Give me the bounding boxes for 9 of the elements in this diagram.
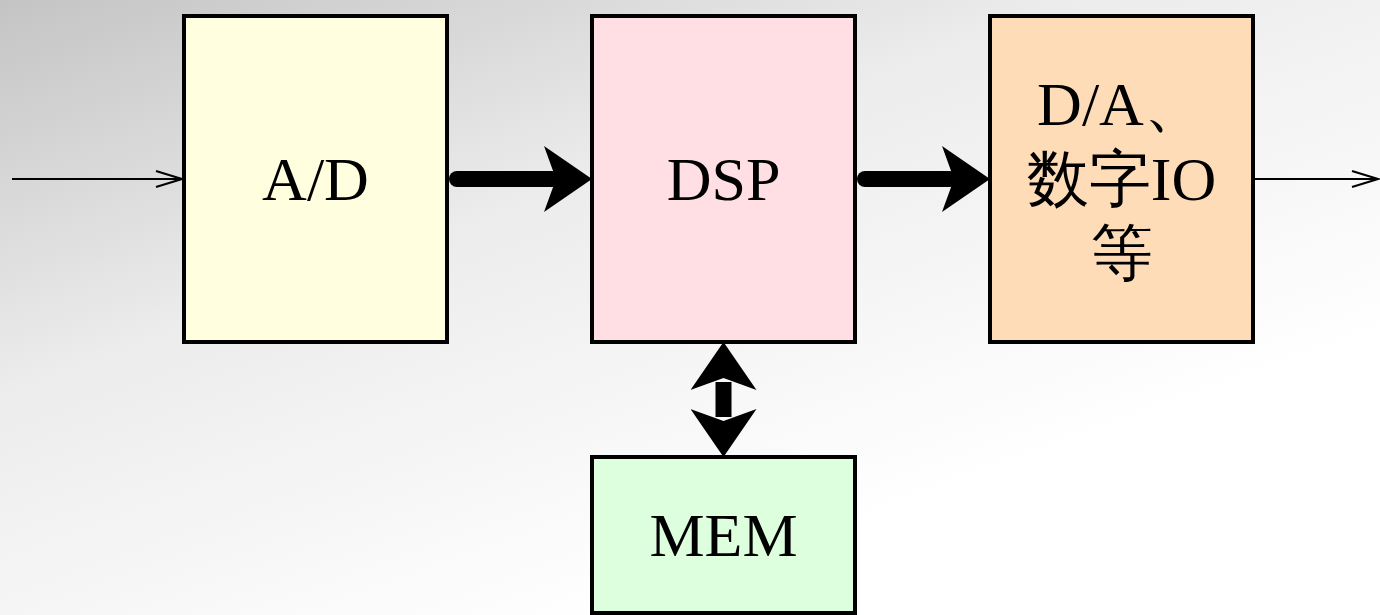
arrow xyxy=(1254,170,1379,188)
process-box: A/D xyxy=(182,14,449,344)
arrow xyxy=(11,170,183,188)
arrow xyxy=(449,146,592,212)
processor-box: DSP xyxy=(590,14,857,344)
arrow xyxy=(690,342,757,457)
output-box: D/A、数字IO等 xyxy=(988,14,1255,344)
memory-box: MEM xyxy=(590,455,857,615)
arrow xyxy=(857,146,990,212)
